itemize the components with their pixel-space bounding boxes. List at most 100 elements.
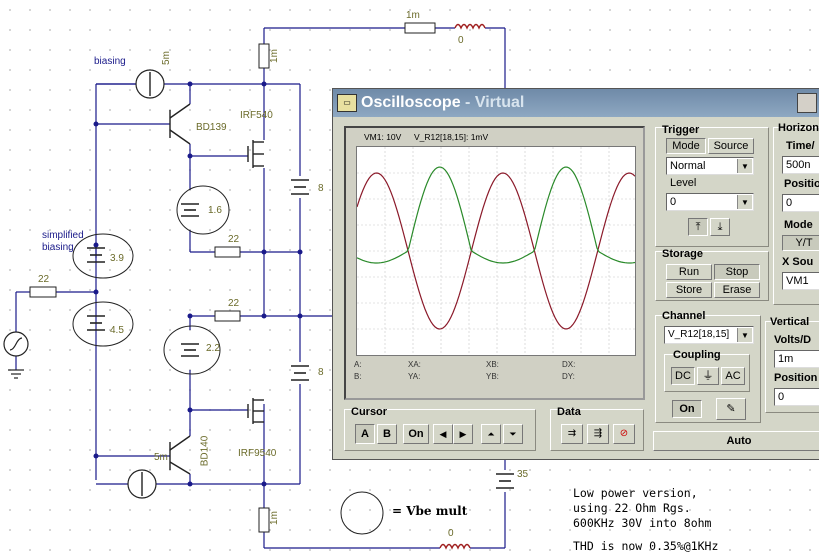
trigger-panel: Trigger Mode Source Normal▼ Level 0▼ ⤒ ⤓: [655, 124, 769, 247]
readout-xb: XB:: [486, 360, 499, 369]
data-title: Data: [557, 406, 581, 418]
clear-data-icon[interactable]: ⊘: [613, 424, 635, 444]
export-data-icon[interactable]: ⇉: [561, 424, 583, 444]
mosfet-lower-label: IRF9540: [238, 448, 277, 459]
time-div-input[interactable]: 500n: [782, 156, 819, 174]
scope-plot[interactable]: [356, 146, 636, 356]
horizontal-panel: Horizon Time/ 500n Positio 0 Mode Y/T X …: [773, 122, 819, 305]
dc-coupling-button[interactable]: DC: [671, 367, 695, 385]
yt-mode-button[interactable]: Y/T: [782, 235, 819, 251]
chevron-down-icon: ▼: [737, 328, 752, 342]
readout-dy: DY:: [562, 372, 575, 381]
storage-title: Storage: [662, 248, 703, 260]
note-line-3: 600KHz 30V into 8ohm: [573, 516, 712, 530]
coupling-title: Coupling: [673, 349, 721, 361]
v-position-label: Position: [774, 372, 818, 384]
readout-ya: YA:: [408, 372, 421, 381]
q-upper-label: BD139: [196, 122, 227, 133]
rising-edge-button[interactable]: ⤒: [688, 218, 708, 236]
time-div-label: Time/: [786, 140, 815, 152]
import-data-icon[interactable]: ⇶: [587, 424, 609, 444]
biasing-label: biasing: [94, 56, 126, 67]
note-line-1: Low power version,: [573, 486, 698, 500]
gnd-coupling-button[interactable]: ⏚: [697, 367, 719, 385]
oscilloscope-titlebar[interactable]: ▭ Oscilloscope - Virtual: [333, 89, 819, 117]
run-button[interactable]: Run: [666, 264, 712, 280]
stop-button[interactable]: Stop: [714, 264, 760, 280]
batt-mid-label: 4.5: [110, 325, 124, 336]
scope-screen: VM1: 10V V_R12[18,15]: 1mV A: B: XA: YA:…: [344, 126, 645, 400]
h-position-input[interactable]: 0: [782, 194, 819, 212]
cursor-on-button[interactable]: On: [403, 424, 429, 444]
ac-coupling-button[interactable]: AC: [721, 367, 745, 385]
vertical-panel: Vertical Volts/D 1m Position 0: [765, 316, 819, 413]
vr-waveform: [356, 166, 636, 264]
h-position-label: Positio: [784, 178, 819, 190]
auto-button[interactable]: Auto: [653, 431, 819, 451]
cursor-b-button[interactable]: B: [377, 424, 397, 444]
r-lower-label: 1m: [268, 511, 280, 525]
readout-b: B:: [354, 372, 362, 381]
x-source-label: X Sou: [782, 256, 814, 268]
window-title: Oscilloscope - Virtual: [361, 94, 525, 111]
cursor-a-button[interactable]: A: [355, 424, 375, 444]
store-button[interactable]: Store: [666, 282, 712, 298]
coupling-group: Coupling DC ⏚ AC: [664, 349, 750, 392]
vbe-legend: = Vbe mult: [392, 504, 468, 518]
probe-icon[interactable]: ✎: [716, 398, 746, 420]
source-bottom-label: 5m: [154, 452, 168, 463]
cursor-up-button[interactable]: ⏶: [481, 424, 501, 444]
q-lower-label: BD140: [199, 435, 211, 467]
cursor-right-button[interactable]: ▶: [453, 424, 473, 444]
batt-upper-label: 1.6: [208, 205, 222, 216]
readout-xa: XA:: [408, 360, 421, 369]
r-upper-label: 1m: [268, 49, 280, 63]
cursor-panel: Cursor A B On ◀ ▶ ⏶ ⏷: [344, 406, 536, 451]
note-line-2: using 22 Ohm Rgs.: [573, 501, 691, 515]
scope-app-icon: ▭: [337, 94, 357, 112]
l-top-label: 0: [458, 35, 464, 46]
note-line-4: THD is now 0.35%@1KHz: [573, 539, 719, 553]
volts-div-input[interactable]: 1m: [774, 350, 819, 368]
oscilloscope-window[interactable]: ▭ Oscilloscope - Virtual VM1: 10V V_R12[…: [332, 88, 819, 460]
data-panel: Data ⇉ ⇶ ⊘: [550, 406, 644, 451]
vr-label: V_R12[18,15]: 1mV: [414, 132, 489, 142]
v-position-input[interactable]: 0: [774, 388, 819, 406]
h-mode-label: Mode: [784, 219, 813, 231]
chevron-down-icon: ▼: [737, 195, 752, 209]
trigger-mode-select[interactable]: Normal▼: [666, 157, 754, 175]
batt-rail-upper-label: 8: [318, 183, 324, 194]
readout-dx: DX:: [562, 360, 576, 369]
readout-a: A:: [354, 360, 362, 369]
trigger-mode-button[interactable]: Mode: [666, 138, 706, 154]
trigger-level-input[interactable]: 0▼: [666, 193, 754, 211]
vertical-title: Vertical: [770, 316, 810, 328]
trigger-level-label: Level: [670, 177, 697, 189]
channel-on-button[interactable]: On: [672, 400, 702, 418]
vm1-waveform: [356, 172, 636, 330]
channel-select[interactable]: V_R12[18,15]▼: [664, 326, 754, 344]
cursor-title: Cursor: [351, 406, 388, 418]
window-control-button[interactable]: [797, 93, 817, 113]
storage-panel: Storage Run Stop Store Erase: [655, 248, 769, 301]
batt-rail-lower-label: 8: [318, 367, 324, 378]
cursor-left-button[interactable]: ◀: [433, 424, 453, 444]
erase-button[interactable]: Erase: [714, 282, 760, 298]
vm1-label: VM1: 10V: [364, 132, 402, 142]
trigger-title: Trigger: [662, 124, 700, 136]
trigger-source-button[interactable]: Source: [708, 138, 754, 154]
x-source-input[interactable]: VM1: [782, 272, 819, 290]
falling-edge-button[interactable]: ⤓: [710, 218, 730, 236]
r-input-label: 22: [38, 274, 50, 285]
chevron-down-icon: ▼: [737, 159, 752, 173]
l-bottom-label: 0: [448, 528, 454, 539]
channel-title: Channel: [662, 310, 706, 322]
channel-panel: Channel V_R12[18,15]▼ Coupling DC ⏚ AC O…: [655, 310, 761, 423]
source-top-label: 5m: [160, 51, 172, 65]
volts-div-label: Volts/D: [774, 334, 812, 346]
cursor-down-button[interactable]: ⏷: [503, 424, 523, 444]
mosfet-upper-label: IRF540: [240, 110, 273, 121]
readout-yb: YB:: [486, 372, 499, 381]
simplified-biasing-label: simplified biasing: [42, 230, 84, 253]
